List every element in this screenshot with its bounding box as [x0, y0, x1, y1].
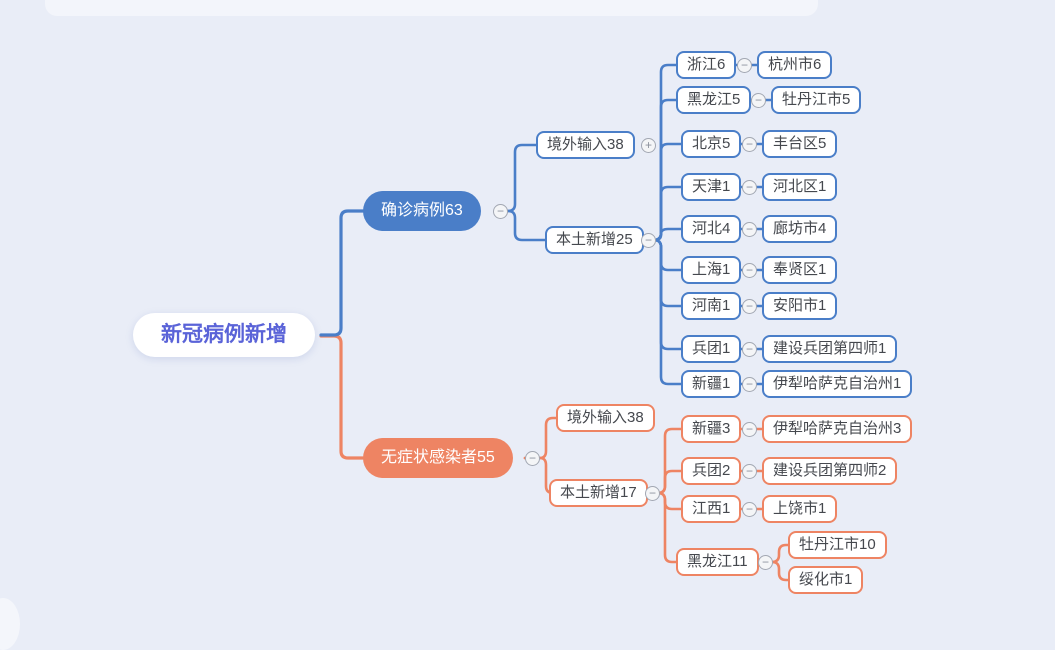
node-city-corps-4th-division[interactable]: 建设兵团第四师1 [762, 335, 898, 363]
node-region-heilongjiang-asym[interactable]: 黑龙江11 [676, 548, 759, 576]
collapse-icon[interactable]: − [525, 451, 540, 466]
collapse-icon[interactable]: − [742, 263, 757, 278]
collapse-icon[interactable]: − [742, 422, 757, 437]
node-region-hebei[interactable]: 河北4 [681, 215, 742, 243]
node-root[interactable]: 新冠病例新增 [133, 313, 315, 357]
collapse-icon[interactable]: − [742, 377, 757, 392]
node-region-xinjiang[interactable]: 新疆1 [681, 370, 742, 398]
node-region-zhejiang[interactable]: 浙江6 [676, 51, 737, 79]
collapse-icon[interactable]: − [758, 555, 773, 570]
node-region-henan[interactable]: 河南1 [681, 292, 742, 320]
node-city-hangzhou[interactable]: 杭州市6 [757, 51, 833, 79]
node-city-corps-asym[interactable]: 建设兵团第四师2 [762, 457, 898, 485]
node-city-hebei-district[interactable]: 河北区1 [762, 173, 838, 201]
node-region-heilongjiang[interactable]: 黑龙江5 [676, 86, 752, 114]
collapse-icon[interactable]: − [742, 222, 757, 237]
node-region-tianjin[interactable]: 天津1 [681, 173, 742, 201]
expand-icon[interactable]: + [641, 138, 656, 153]
collapse-icon[interactable]: − [742, 502, 757, 517]
top-edge-decoration [45, 0, 818, 16]
node-asymptomatic-imported[interactable]: 境外输入38 [556, 404, 655, 432]
node-city-shangrao[interactable]: 上饶市1 [762, 495, 838, 523]
node-confirmed[interactable]: 确诊病例63 [363, 191, 481, 231]
node-asymptomatic-local[interactable]: 本土新增17 [549, 479, 648, 507]
node-city-fengxian[interactable]: 奉贤区1 [762, 256, 838, 284]
collapse-icon[interactable]: − [645, 486, 660, 501]
node-city-suihua[interactable]: 绥化市1 [788, 566, 864, 594]
node-city-anyang[interactable]: 安阳市1 [762, 292, 838, 320]
collapse-icon[interactable]: − [742, 180, 757, 195]
collapse-icon[interactable]: − [742, 342, 757, 357]
node-city-fengtai[interactable]: 丰台区5 [762, 130, 838, 158]
node-city-mudanjiang[interactable]: 牡丹江市5 [771, 86, 862, 114]
corner-decoration [0, 598, 20, 650]
collapse-icon[interactable]: − [742, 137, 757, 152]
node-city-mudanjiang-asym[interactable]: 牡丹江市10 [788, 531, 887, 559]
node-city-langfang[interactable]: 廊坊市4 [762, 215, 838, 243]
node-confirmed-imported[interactable]: 境外输入38 [536, 131, 635, 159]
node-city-yili[interactable]: 伊犁哈萨克自治州1 [762, 370, 913, 398]
collapse-icon[interactable]: − [751, 93, 766, 108]
collapse-icon[interactable]: − [737, 58, 752, 73]
node-asymptomatic[interactable]: 无症状感染者55 [363, 438, 513, 478]
collapse-icon[interactable]: − [493, 204, 508, 219]
node-region-shanghai[interactable]: 上海1 [681, 256, 742, 284]
node-region-bingtuan-asym[interactable]: 兵团2 [681, 457, 742, 485]
node-region-jiangxi[interactable]: 江西1 [681, 495, 742, 523]
node-region-beijing[interactable]: 北京5 [681, 130, 742, 158]
node-city-yili-asym[interactable]: 伊犁哈萨克自治州3 [762, 415, 913, 443]
collapse-icon[interactable]: − [641, 233, 656, 248]
node-region-bingtuan[interactable]: 兵团1 [681, 335, 742, 363]
collapse-icon[interactable]: − [742, 464, 757, 479]
node-region-xinjiang-asym[interactable]: 新疆3 [681, 415, 742, 443]
node-confirmed-local[interactable]: 本土新增25 [545, 226, 644, 254]
collapse-icon[interactable]: − [742, 299, 757, 314]
